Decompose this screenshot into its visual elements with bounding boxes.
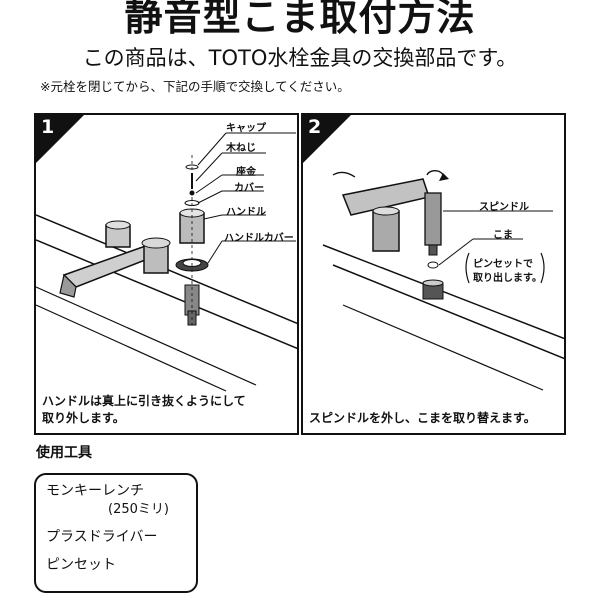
step-1-caption-line1: ハンドルは真上に引き抜くようにして bbox=[42, 394, 246, 408]
step-1-caption: ハンドルは真上に引き抜くようにして 取り外します。 bbox=[42, 393, 246, 427]
step-2-caption: スピンドルを外し、こまを取り替えます。 bbox=[309, 410, 536, 427]
label-wood-screw: 木ねじ bbox=[226, 143, 256, 154]
step-2-illustration bbox=[322, 170, 564, 391]
step-2-number: 2 bbox=[308, 116, 322, 138]
label-cap: キャップ bbox=[226, 123, 266, 134]
step-1-number: 1 bbox=[41, 116, 55, 138]
page-title: 静音型こま取付方法 bbox=[124, 0, 476, 39]
step-2-panel: 2 スピンドル こま ピンセットで 取り出します。 スピンドルを外し、こまを取り… bbox=[301, 113, 566, 435]
label-tweezers-note-2: 取り出します。 bbox=[473, 273, 542, 284]
step-1-badge bbox=[36, 115, 84, 163]
tools-heading: 使用工具 bbox=[36, 445, 92, 461]
label-cover: カバー bbox=[234, 183, 264, 194]
step-2-caption-line1: スピンドルを外し、こまを取り替えます。 bbox=[309, 411, 536, 425]
page-subtitle: この商品は、TOTO水栓金具の交換部品です。 bbox=[82, 46, 518, 70]
tool-item: プラスドライバー bbox=[46, 529, 158, 545]
label-handle-cover: ハンドルカバー bbox=[224, 233, 294, 244]
label-koma: こま bbox=[493, 230, 513, 241]
instruction-note: ※元栓を閉じてから、下記の手順で交換してください。 bbox=[40, 79, 350, 94]
step-1-panel: 1 キャップ 木ねじ 座金 カバー ハンドル ハンドルカバー ハンドルは真上に引… bbox=[34, 113, 299, 435]
step-1-illustration bbox=[36, 132, 297, 392]
tool-item: ピンセット bbox=[46, 557, 116, 573]
tool-item: モンキーレンチ (250ミリ) bbox=[46, 481, 196, 519]
label-spindle: スピンドル bbox=[479, 202, 529, 213]
step-1-caption-line2: 取り外します。 bbox=[42, 411, 125, 425]
label-handle: ハンドル bbox=[226, 207, 266, 218]
step-2-badge bbox=[303, 115, 351, 163]
tool-name: モンキーレンチ bbox=[46, 483, 144, 499]
label-washer: 座金 bbox=[236, 167, 256, 178]
tools-box: モンキーレンチ (250ミリ) プラスドライバー ピンセット bbox=[34, 473, 198, 593]
label-tweezers-note-1: ピンセットで bbox=[473, 259, 533, 270]
tool-size: (250ミリ) bbox=[108, 502, 169, 517]
